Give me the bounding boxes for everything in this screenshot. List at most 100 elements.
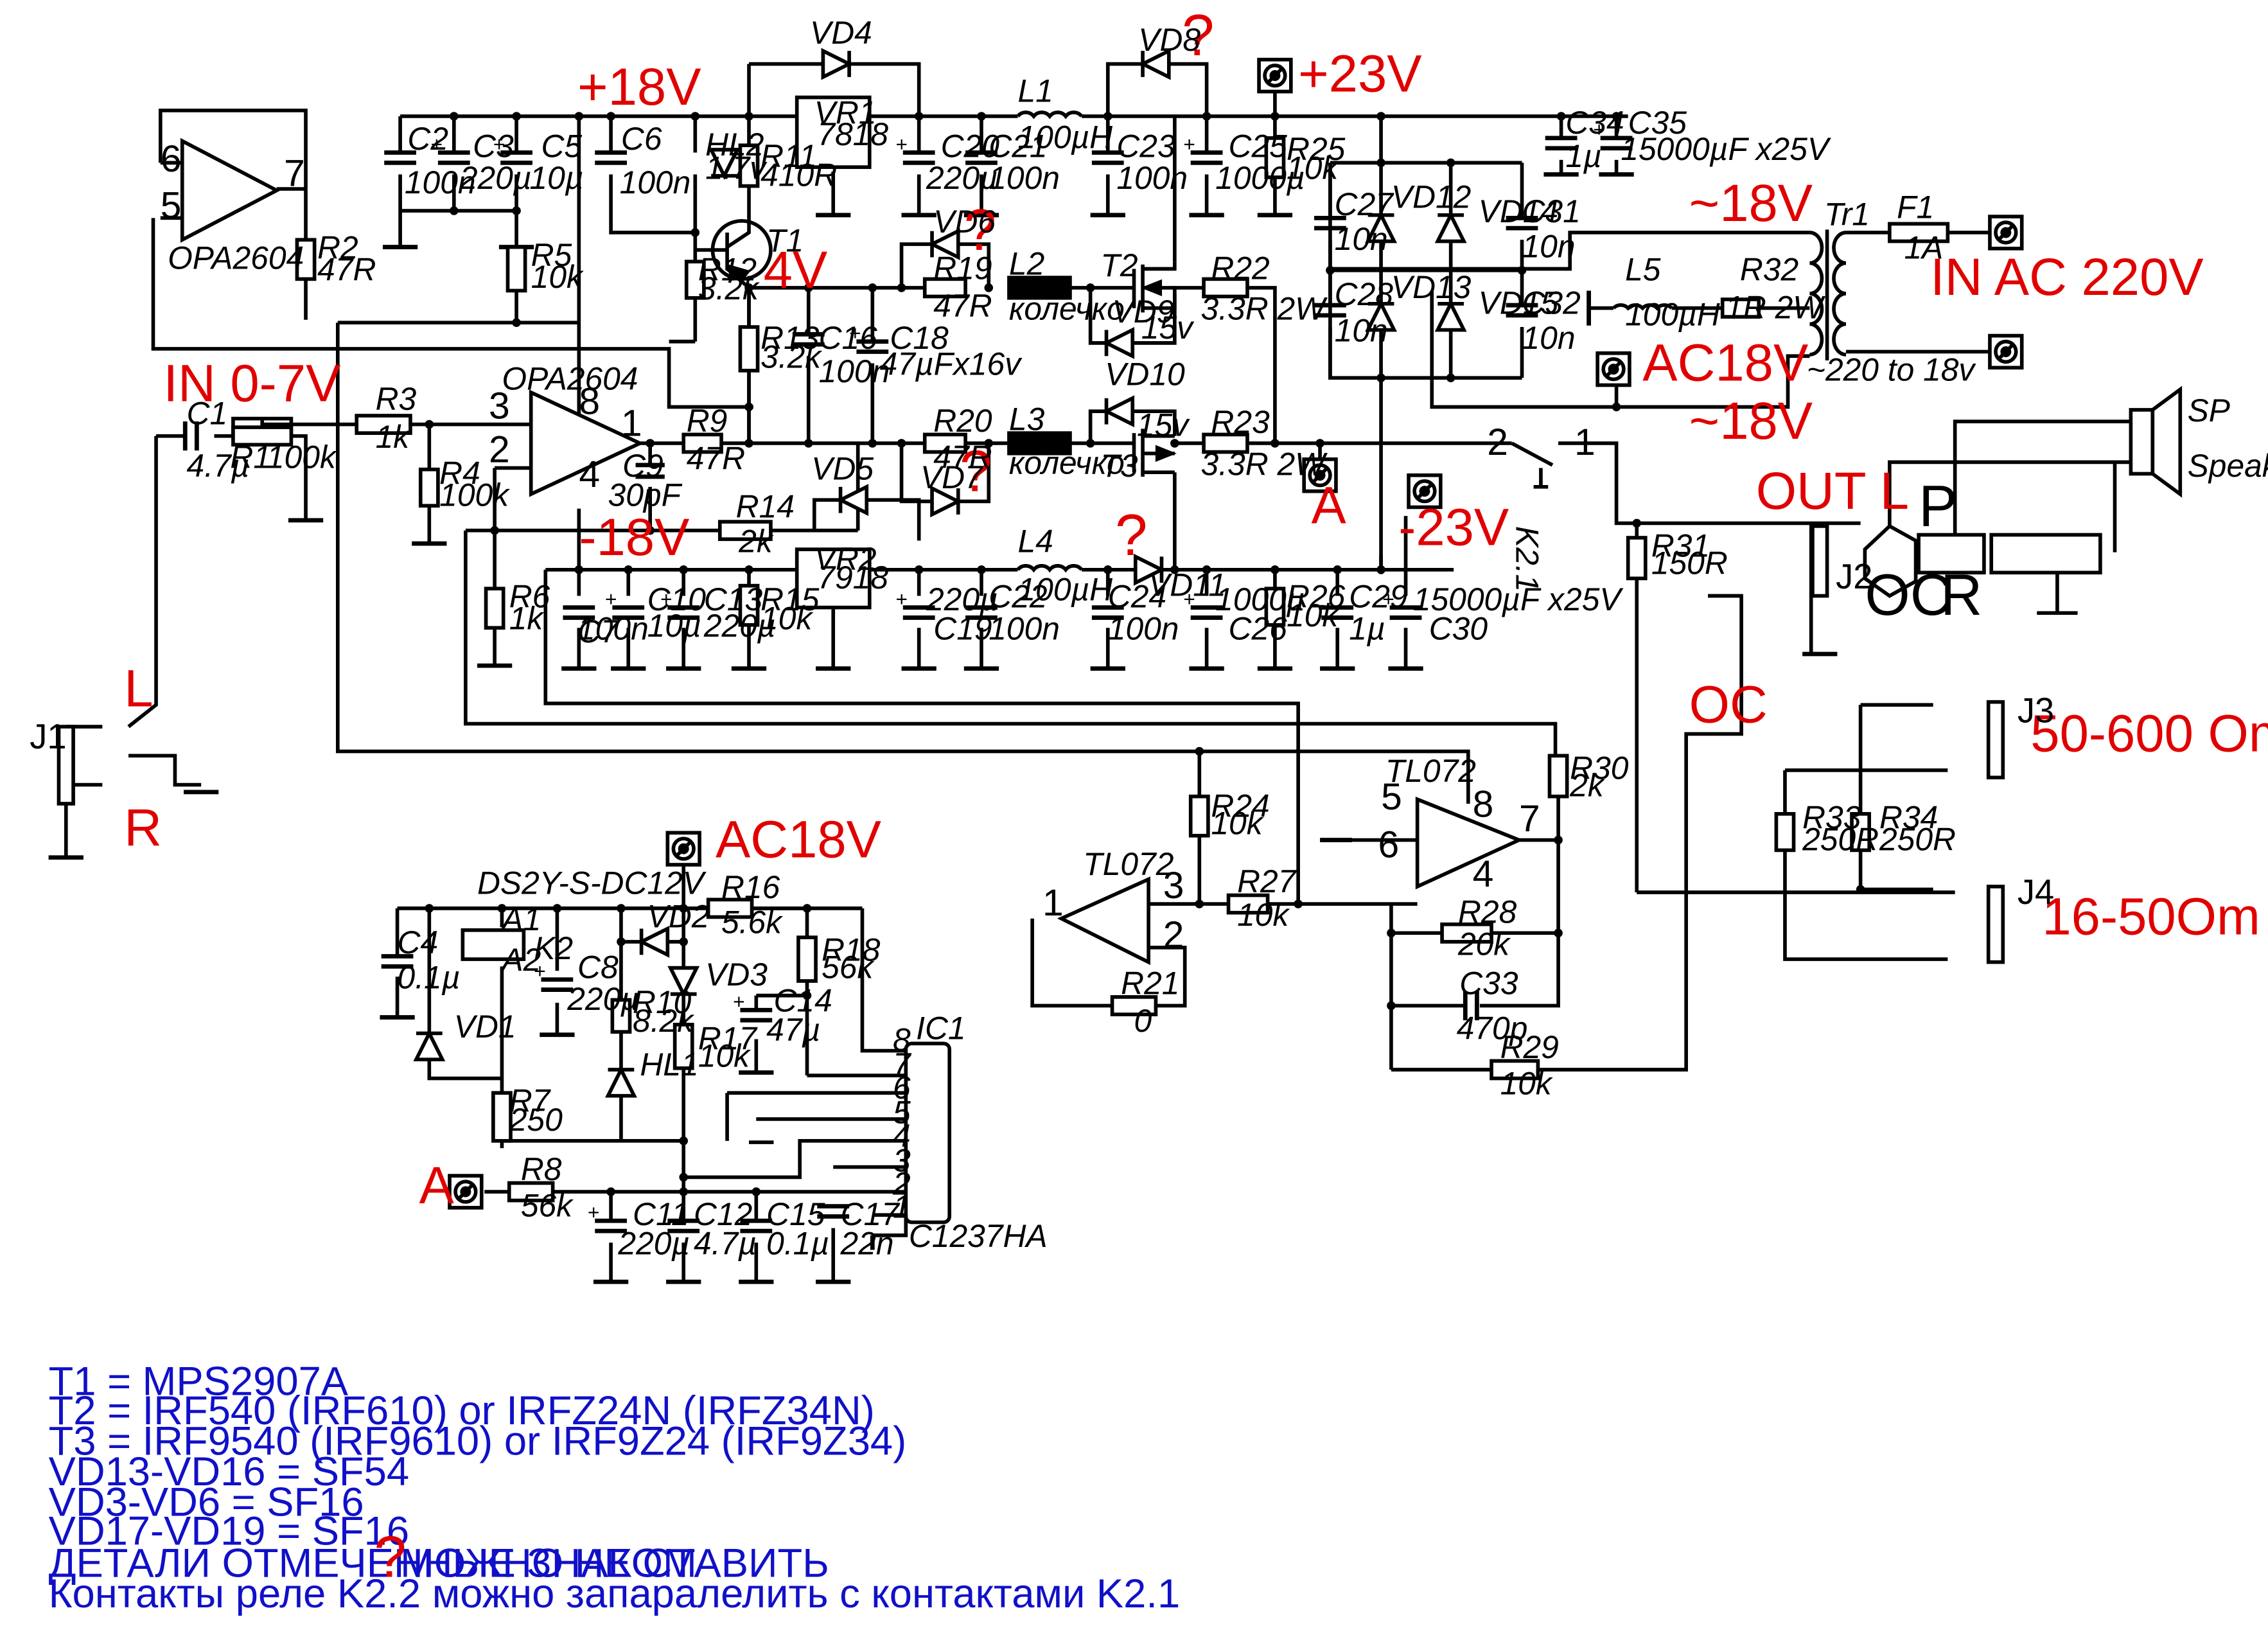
tl-right-label: TL072 [1385,753,1476,789]
pin-5: 5 [161,184,182,226]
capacitor-25 [381,954,414,969]
part-label-r20: R20 [933,403,992,439]
part-label-c23: C23 [1116,128,1175,164]
part-label-c4v: 0.1µ [398,959,461,995]
test-point-1 [1302,457,1338,493]
part-label-vd11: VD11 [1148,567,1226,603]
part-label-r30v: 2k [1569,768,1605,804]
part-label-vd9v: 15v [1141,310,1195,346]
note-t2: T2 = IRF540 (IRF610) or IRFZ24N (IRFZ34N… [49,1388,875,1433]
part-label-c10: C10 [647,581,707,617]
part-label-vd9: VD9 [1112,294,1175,330]
part-label-r4: R4 [439,455,480,491]
capacitor-5 [965,150,998,165]
part-label-r30: R30 [1570,750,1629,786]
part-label-vd6: VD6 [933,204,996,240]
part-label-c32v: 10n [1522,320,1576,356]
part-label-r25v: 10k [1287,150,1339,186]
part-label-c21v: 100n [989,160,1060,196]
inductor-coils [1016,110,1847,573]
f1-val: 1A [1904,230,1943,266]
part-label-r9: R9 [687,403,728,439]
part-label-r26: R26 [1287,579,1346,615]
part-label-c14: C14 [773,983,832,1019]
vr2-box [795,547,872,610]
part-label-r34: R34 [1879,799,1938,835]
part-label-r31: R31 [1651,527,1710,563]
part-label-c22v: 100n [989,610,1060,646]
part-label-r29v: 10k [1500,1065,1553,1101]
q-vd6: ? [964,198,996,263]
opamp-mid [529,389,645,497]
part-label-r10: R10 [633,984,692,1020]
tl-left-label: TL072 [1083,846,1174,882]
vr1-type: 7818 [817,116,888,152]
svg-text:+: + [733,990,745,1013]
capacitor-12 [1506,215,1538,231]
part-label-c6: C6 [621,121,662,157]
part-label-vd4: VD4 [810,15,872,51]
part-label-l4: L4 [1018,524,1053,560]
opa-mid-label: OPA2604 [502,360,638,396]
part-label-c12: C12 [694,1196,752,1232]
tl2-pin-2: 2 [1163,914,1184,956]
part-label-r21v: 0 [1134,1003,1152,1039]
input-label: IN 0-7V [163,354,340,412]
part-label-c13v: 220µ [703,608,776,644]
components [57,95,2183,1224]
capacitor-15: + [849,321,889,354]
capacitors: ++++++++++++++ [182,118,1633,1233]
diode-8 [1365,211,1398,243]
tl-pin-4: 4 [1473,853,1494,895]
part-label-c32: C32 [1522,285,1581,321]
pin-6: 6 [161,138,182,180]
capacitor-16 [563,605,595,620]
part-label-vd3: VD3 [705,957,768,993]
ic1-label: IC1 [916,1010,965,1046]
capacitor-c9 [635,463,665,479]
switch-p: P [1919,474,1957,539]
pin-8: 8 [579,381,600,423]
part-label-c9: C9 [622,448,664,484]
part-label-r12: R12 [698,252,757,288]
capacitor-11 [1314,303,1346,318]
vr2-type: 7918 [817,560,888,596]
part-label-r12v: 3.2k [698,270,760,306]
notes: T1 = MPS2907A T2 = IRF540 (IRF610) or IR… [49,1359,1181,1616]
capacitor-27: + [733,990,773,1023]
ic-pin-1: 1 [893,1189,911,1225]
capacitor-20 [965,605,998,620]
capacitor-10 [1314,215,1346,231]
svg-text:+: + [660,587,672,610]
part-label-c21: C21 [989,128,1047,164]
part-label-c33v: 470p [1457,1010,1528,1046]
part-label-r6: R6 [509,579,550,615]
part-label-r14v: 2k [738,524,774,560]
part-label-r26v: 10k [1287,597,1339,633]
part-label-vd7: VD7 [920,459,984,495]
part-label-r28: R28 [1458,894,1517,930]
switch-oc: OC [1865,563,1952,628]
test-point-5 [448,1174,484,1210]
note-t1: T1 = MPS2907A [49,1359,349,1404]
part-label-c26: C26 [1229,610,1288,646]
part-label-c26v: 1000µ [1215,581,1305,617]
part-label-r20v: 47R [933,439,992,475]
capacitor-4: + [895,132,935,165]
part-label-r19v: 47R [933,288,992,324]
svg-text:+: + [849,321,861,344]
relay-a2: A2 [500,942,541,978]
part-label-c35v: 15000µF x25V [1621,131,1832,167]
part-label-l2: L2 [1009,246,1044,282]
capacitor-18: + [660,587,700,620]
part-label-c29: C29 [1349,579,1407,615]
part-label-r10v: 8.2k [633,1003,694,1039]
svg-text:+: + [493,132,505,155]
part-label-vd10: VD10 [1105,356,1185,392]
part-label-r18: R18 [822,932,881,968]
capacitor-22: + [1183,587,1223,620]
pin-1: 1 [621,403,642,445]
vr1-label: VR1 [814,94,877,130]
diode-7 [1133,553,1166,586]
